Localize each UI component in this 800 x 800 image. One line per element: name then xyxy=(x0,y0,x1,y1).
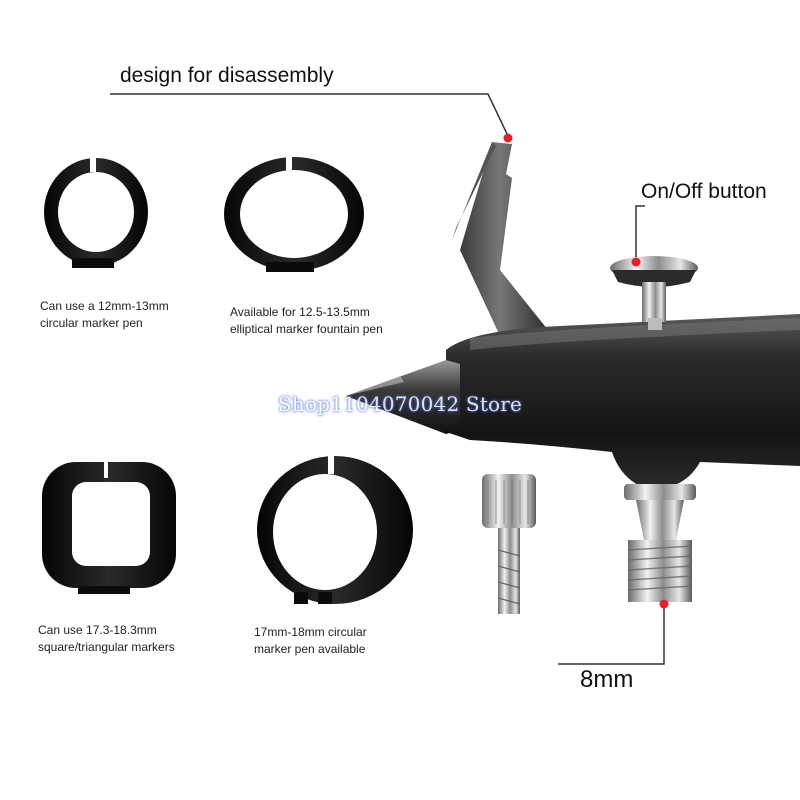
holder-caption-2-line2: elliptical marker fountain pen xyxy=(230,322,383,336)
holder-ring-elliptical xyxy=(224,155,364,272)
callout-size: 8mm xyxy=(580,666,634,693)
size-marker-dot xyxy=(659,599,669,609)
holder-caption-1: Can use a 12mm-13mm circular marker pen xyxy=(40,298,169,332)
holder-ring-round-large xyxy=(257,456,413,604)
holder-caption-3-line2: square/triangular markers xyxy=(38,640,175,654)
airbrush xyxy=(346,142,800,614)
holder-caption-2-line1: Available for 12.5-13.5mm xyxy=(230,305,370,319)
callout-on-off-button: On/Off button xyxy=(641,180,767,203)
holder-caption-4: 17mm-18mm circular marker pen available xyxy=(254,624,367,658)
callout-disassembly: design for disassembly xyxy=(120,64,334,87)
callout-lines xyxy=(110,93,665,665)
holder-ring-round-small xyxy=(44,156,148,268)
holder-caption-1-line2: circular marker pen xyxy=(40,316,143,330)
marker-dots xyxy=(503,133,669,609)
disassembly-marker-dot xyxy=(503,133,513,143)
holder-caption-1-line1: Can use a 12mm-13mm xyxy=(40,299,169,313)
holder-caption-4-line2: marker pen available xyxy=(254,642,366,656)
holder-caption-3: Can use 17.3-18.3mm square/triangular ma… xyxy=(38,622,175,656)
holder-caption-4-line1: 17mm-18mm circular xyxy=(254,625,367,639)
store-watermark: Shop1104070042 Store xyxy=(277,392,523,416)
holder-caption-3-line1: Can use 17.3-18.3mm xyxy=(38,623,157,637)
holder-ring-square xyxy=(42,460,176,594)
on-off-marker-dot xyxy=(631,257,641,267)
holder-caption-2: Available for 12.5-13.5mm elliptical mar… xyxy=(230,304,383,338)
